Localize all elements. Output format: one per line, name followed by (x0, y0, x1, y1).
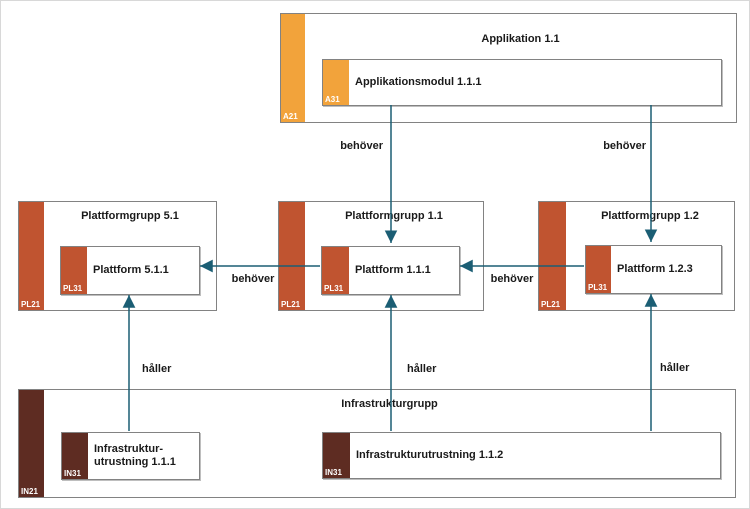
box-plattform-5-1-1[interactable]: PL31 Plattform 5.1.1 (60, 246, 200, 295)
plattformgrupp-1-2-type-code: PL21 (541, 300, 561, 309)
plattform-1-2-3-title: Plattform 1.2.3 (617, 263, 693, 275)
plattformgrupp-1-1-title: Plattformgrupp 1.1 (345, 210, 443, 222)
plattform-5-1-1-type-tab: PL31 (61, 247, 87, 294)
group-plattformgrupp-1-2[interactable]: PL21 Plattformgrupp 1.2 PL31 Plattform 1… (538, 201, 735, 311)
infrastrukturutrustning-1-1-2-title: Infrastrukturutrustning 1.1.2 (356, 449, 504, 461)
plattform-1-2-3-type-tab: PL31 (586, 246, 611, 293)
box-plattform-1-2-3[interactable]: PL31 Plattform 1.2.3 (585, 245, 722, 294)
plattformgrupp-1-1-type-tab: PL21 (279, 202, 305, 310)
infrastrukturutrustning-1-1-1-type-code: IN31 (64, 469, 81, 478)
label-behover-plattform111-plattform511: behöver (231, 273, 275, 285)
box-applikationsmodul-1-1-1[interactable]: A31 Applikationsmodul 1.1.1 (322, 59, 722, 106)
group-plattformgrupp-5-1[interactable]: PL21 Plattformgrupp 5.1 PL31 Plattform 5… (18, 201, 217, 311)
plattformgrupp-5-1-type-tab: PL21 (19, 202, 44, 310)
plattformgrupp-5-1-type-code: PL21 (21, 300, 41, 309)
plattform-1-2-3-type-code: PL31 (588, 283, 608, 292)
infrastrukturutrustning-1-1-1-title: Infrastruktur-utrustning 1.1.1 (94, 443, 176, 468)
applikationsmodul-title: Applikationsmodul 1.1.1 (355, 76, 482, 88)
plattformgrupp-5-1-title: Plattformgrupp 5.1 (81, 210, 179, 222)
plattform-1-1-1-title: Plattform 1.1.1 (355, 264, 431, 276)
box-infrastrukturutrustning-1-1-1[interactable]: IN31 Infrastruktur-utrustning 1.1.1 (61, 432, 200, 480)
label-haller-infra111-plattform511: håller (142, 363, 172, 375)
plattform-1-1-1-type-code: PL31 (324, 284, 344, 293)
infrastrukturutrustning-1-1-1-type-tab: IN31 (62, 433, 88, 479)
label-behover-plattform123-plattform111: behöver (490, 273, 534, 285)
plattform-5-1-1-title: Plattform 5.1.1 (93, 264, 169, 276)
plattformgrupp-1-2-type-tab: PL21 (539, 202, 566, 310)
box-infrastrukturutrustning-1-1-2[interactable]: IN31 Infrastrukturutrustning 1.1.2 (322, 432, 721, 479)
group-infrastrukturgrupp[interactable]: IN21 Infrastrukturgrupp IN31 Infrastrukt… (18, 389, 736, 498)
infrastrukturgrupp-type-tab: IN21 (19, 390, 44, 497)
label-behover-app-plattform111: behöver (340, 140, 383, 152)
infrastrukturutrustning-1-1-2-type-code: IN31 (325, 468, 342, 477)
label-behover-app-plattform123: behöver (603, 140, 646, 152)
group-plattformgrupp-1-1[interactable]: PL21 Plattformgrupp 1.1 PL31 Plattform 1… (278, 201, 484, 311)
label-haller-infra112-plattform111: håller (407, 363, 437, 375)
box-plattform-1-1-1[interactable]: PL31 Plattform 1.1.1 (321, 246, 460, 295)
applikationsmodul-type-tab: A31 (323, 60, 349, 105)
applikationsmodul-type-code: A31 (325, 95, 340, 104)
plattform-1-1-1-type-tab: PL31 (322, 247, 349, 294)
infrastrukturutrustning-1-1-2-type-tab: IN31 (323, 433, 350, 478)
infrastrukturgrupp-title: Infrastrukturgrupp (341, 398, 438, 410)
applikation-type-code: A21 (283, 112, 298, 121)
group-applikation-1-1[interactable]: A21 Applikation 1.1 A31 Applikationsmodu… (280, 13, 737, 123)
infrastrukturgrupp-type-code: IN21 (21, 487, 38, 496)
applikation-type-tab: A21 (281, 14, 305, 122)
plattform-5-1-1-type-code: PL31 (63, 284, 83, 293)
plattformgrupp-1-2-title: Plattformgrupp 1.2 (601, 210, 699, 222)
label-haller-infra112-plattform123: håller (660, 362, 690, 374)
applikation-title: Applikation 1.1 (481, 33, 560, 45)
plattformgrupp-1-1-type-code: PL21 (281, 300, 301, 309)
